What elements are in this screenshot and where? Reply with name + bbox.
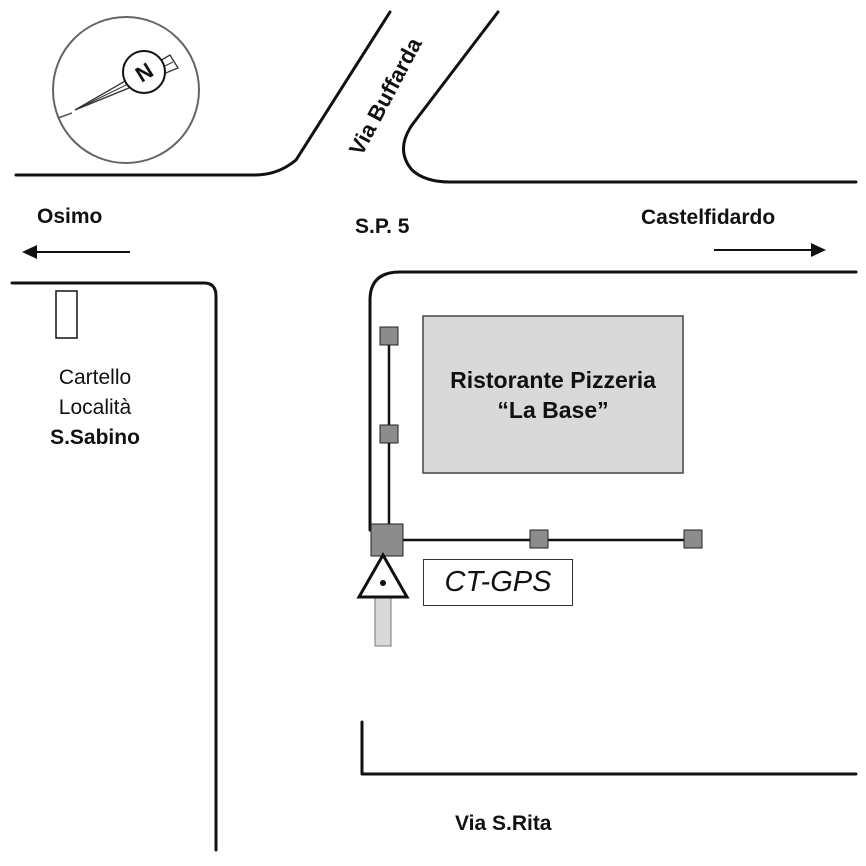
road-name-via-buffarda: Via Buffarda bbox=[344, 33, 427, 159]
sensor-marker bbox=[370, 523, 404, 557]
road-edge-right-south bbox=[360, 720, 858, 776]
sensor-markers bbox=[370, 326, 703, 557]
sensor-marker bbox=[379, 326, 399, 346]
sign-label-line1: Cartello bbox=[58, 366, 132, 389]
road-edge-right-north bbox=[368, 270, 858, 532]
restaurant-building bbox=[422, 315, 684, 474]
direction-label-left: Osimo bbox=[37, 205, 103, 228]
sign-label: Cartello Località S.Sabino bbox=[0, 363, 190, 453]
gps-device-icon bbox=[356, 551, 410, 599]
compass-icon bbox=[52, 16, 200, 164]
device-label: CT-GPS bbox=[444, 566, 552, 598]
building-label-line1: Ristorante Pizzeria bbox=[450, 366, 656, 393]
sensor-marker bbox=[683, 529, 703, 549]
sensor-marker bbox=[529, 529, 549, 549]
road-edge-top-right bbox=[402, 10, 858, 184]
sign-label-line3: S.Sabino bbox=[50, 426, 140, 449]
road-name-via-s-rita: Via S.Rita bbox=[455, 812, 552, 835]
device-label-box: CT-GPS bbox=[423, 559, 573, 606]
sensor-marker bbox=[379, 424, 399, 444]
arrow-left-icon bbox=[22, 245, 130, 259]
road-name-sp5: S.P. 5 bbox=[355, 215, 410, 238]
building-label: Ristorante Pizzeria “La Base” bbox=[423, 316, 683, 473]
arrow-right-icon bbox=[714, 243, 826, 257]
road-lines bbox=[10, 10, 858, 852]
building-label-line2: “La Base” bbox=[497, 396, 609, 423]
road-edge-left-north bbox=[10, 281, 218, 852]
direction-label-right: Castelfidardo bbox=[641, 206, 776, 229]
sign-label-line2: Località bbox=[58, 396, 132, 419]
road-edge-top-left bbox=[14, 10, 392, 177]
sign-icon bbox=[55, 290, 78, 339]
post-icon bbox=[374, 591, 392, 647]
